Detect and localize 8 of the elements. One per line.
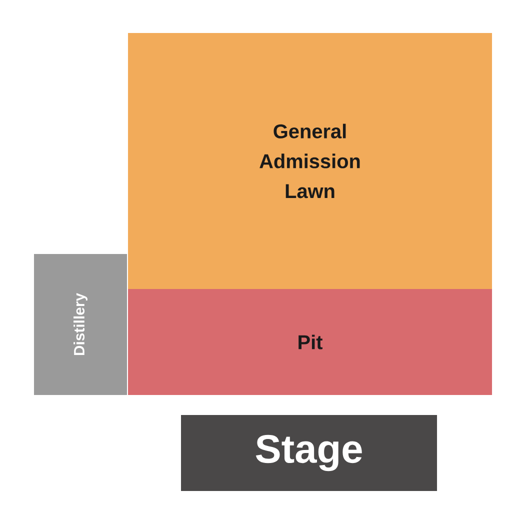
section-label: General Admission Lawn xyxy=(260,124,360,198)
seating-section xyxy=(128,33,492,289)
seating-section xyxy=(128,289,492,395)
section-label: Distillery xyxy=(74,293,88,356)
section-label: Stage xyxy=(256,434,362,472)
section-label: Pit xyxy=(298,334,322,350)
stage-block xyxy=(181,415,437,491)
seating-section xyxy=(34,254,127,395)
